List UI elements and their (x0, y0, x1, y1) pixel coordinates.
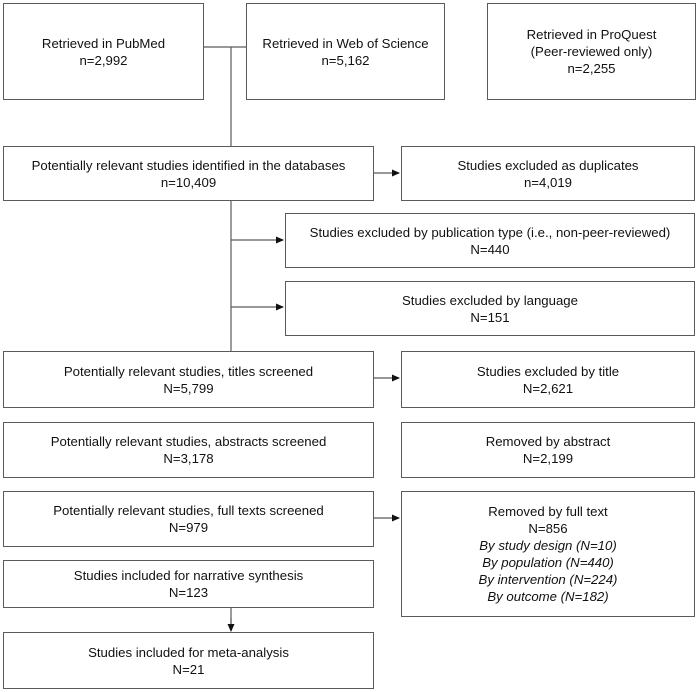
pubmed-box: Retrieved in PubMed n=2,992 (3, 3, 204, 100)
narrative-count: N=123 (168, 585, 209, 600)
abstracts-box: Potentially relevant studies, abstracts … (3, 422, 374, 478)
reason-outcome: By outcome (N=182) (487, 589, 609, 604)
pubtype-box: Studies excluded by publication type (i.… (285, 213, 695, 268)
duplicates-box: Studies excluded as duplicates n=4,019 (401, 146, 695, 201)
excl-fulltext-label: Removed by full text (488, 504, 608, 519)
meta-box: Studies included for meta-analysis N=21 (3, 632, 374, 689)
titles-box: Potentially relevant studies, titles scr… (3, 351, 374, 408)
fulltext-count: N=979 (168, 520, 209, 535)
narrative-label: Studies included for narrative synthesis (73, 568, 304, 583)
fulltext-label: Potentially relevant studies, full texts… (53, 503, 324, 518)
pubtype-count: N=440 (470, 241, 510, 257)
reason-population: By population (N=440) (482, 555, 614, 570)
language-count: N=151 (470, 309, 510, 325)
language-label: Studies excluded by language (402, 292, 578, 308)
proquest-box: Retrieved in ProQuest (Peer-reviewed onl… (487, 3, 696, 100)
excl-title-count: N=2,621 (522, 380, 574, 396)
reason-study-design: By study design (N=10) (479, 538, 617, 553)
proquest-note: (Peer-reviewed only) (530, 44, 653, 59)
pubmed-count: n=2,992 (79, 52, 128, 68)
wos-label: Retrieved in Web of Science (262, 35, 429, 51)
excl-fulltext-box: Removed by full text N=856 By study desi… (401, 491, 695, 617)
excl-title-label: Studies excluded by title (476, 363, 620, 379)
excl-abstract-box: Removed by abstract N=2,199 (401, 422, 695, 478)
proquest-count: n=2,255 (567, 61, 616, 76)
meta-count: N=21 (172, 661, 205, 677)
identified-count: n=10,409 (160, 174, 217, 190)
duplicates-count: n=4,019 (523, 174, 573, 190)
excl-fulltext-count: N=856 (528, 521, 568, 536)
excl-abstract-label: Removed by abstract (485, 434, 611, 449)
identified-box: Potentially relevant studies identified … (3, 146, 374, 201)
pubmed-label: Retrieved in PubMed (41, 35, 166, 51)
excl-abstract-count: N=2,199 (522, 451, 574, 466)
wos-count: n=5,162 (321, 52, 370, 68)
identified-label: Potentially relevant studies identified … (31, 157, 346, 173)
proquest-label: Retrieved in ProQuest (526, 27, 657, 42)
abstracts-label: Potentially relevant studies, abstracts … (50, 434, 327, 449)
language-box: Studies excluded by language N=151 (285, 281, 695, 336)
narrative-box: Studies included for narrative synthesis… (3, 560, 374, 608)
fulltext-box: Potentially relevant studies, full texts… (3, 491, 374, 547)
wos-box: Retrieved in Web of Science n=5,162 (246, 3, 445, 100)
reason-intervention: By intervention (N=224) (478, 572, 618, 587)
excl-title-box: Studies excluded by title N=2,621 (401, 351, 695, 408)
titles-label: Potentially relevant studies, titles scr… (63, 363, 314, 379)
pubtype-label: Studies excluded by publication type (i.… (309, 224, 671, 240)
titles-count: N=5,799 (163, 380, 214, 396)
abstracts-count: N=3,178 (163, 451, 214, 466)
meta-label: Studies included for meta-analysis (88, 644, 289, 660)
duplicates-label: Studies excluded as duplicates (457, 157, 639, 173)
